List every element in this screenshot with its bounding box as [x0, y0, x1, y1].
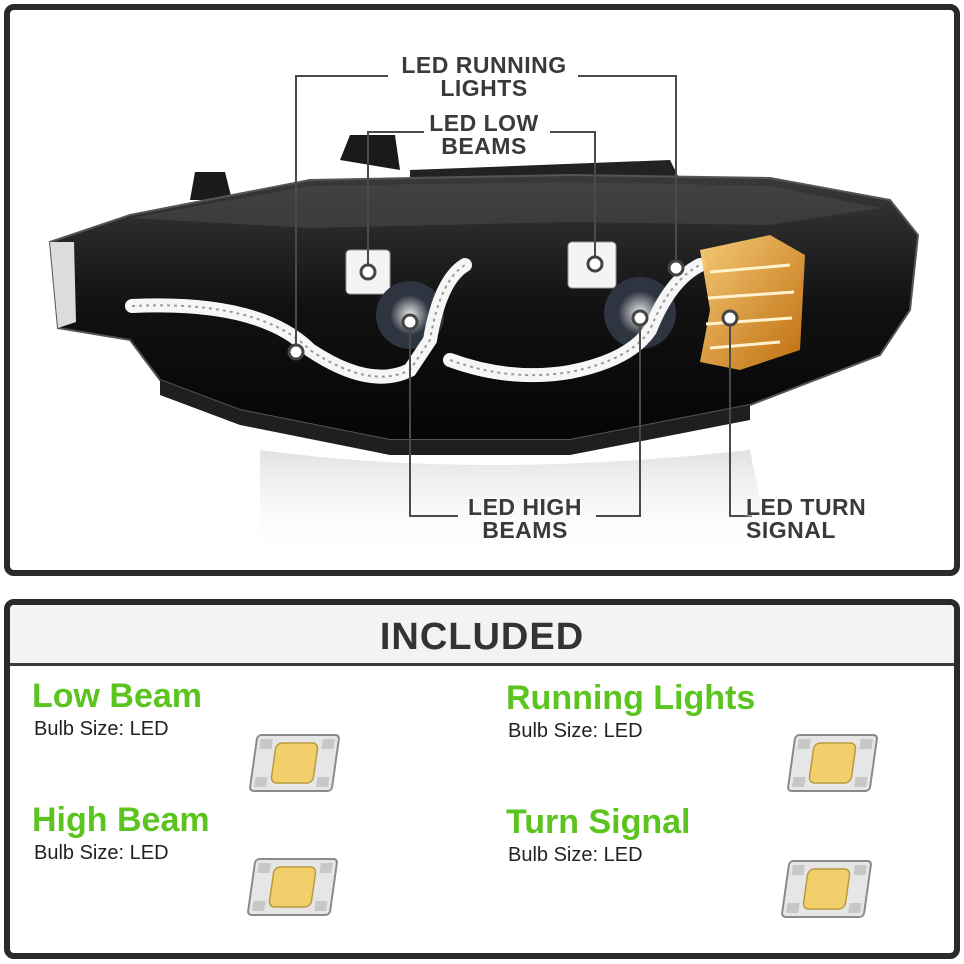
callout-leaders — [295, 75, 752, 517]
headlight-diagram-panel: LED RUNNING LIGHTS LED LOW BEAMS LED HIG… — [4, 4, 960, 576]
callout-high-beams: LED HIGH BEAMS — [450, 496, 600, 542]
included-panel: INCLUDED Low Beam Bulb Size: LED Running… — [4, 599, 960, 959]
callout-running-line-1: LED RUNNING — [401, 52, 567, 78]
mount-bracket — [190, 172, 232, 200]
turn-signal-bars — [705, 263, 795, 350]
callout-high-line-2: BEAMS — [482, 517, 568, 543]
drl-halo-right — [443, 258, 707, 383]
callout-low-beams: LED LOW BEAMS — [414, 112, 554, 158]
headlight-housing — [48, 173, 920, 441]
item-low-beam-name: Low Beam — [32, 677, 203, 715]
lens-highlight — [130, 182, 880, 228]
item-running-lights-size: Bulb Size: LED — [508, 720, 643, 742]
callout-markers — [287, 255, 739, 361]
item-high-beam-name: High Beam — [32, 801, 210, 839]
item-running-lights-name: Running Lights — [506, 679, 756, 717]
lens-edge — [50, 242, 76, 328]
led-chip-icon — [247, 858, 338, 916]
marker-low-right — [586, 255, 604, 273]
marker-running-right — [667, 259, 685, 277]
turn-signal-lens — [700, 235, 805, 370]
marker-running-left — [287, 343, 305, 361]
callout-turn-signal: LED TURN SIGNAL — [746, 496, 896, 542]
callout-turn-line-2: SIGNAL — [746, 517, 836, 543]
led-chip-icon — [249, 734, 340, 792]
callout-running-lights: LED RUNNING LIGHTS — [384, 54, 584, 100]
led-chip-icon — [781, 860, 872, 918]
marker-turn — [721, 309, 739, 327]
headlight-illustration — [48, 75, 920, 560]
drl-halo-left-detail — [131, 264, 466, 378]
callout-turn-line-1: LED TURN — [746, 494, 867, 520]
callout-low-line-1: LED LOW — [429, 110, 539, 136]
included-title: INCLUDED — [379, 616, 585, 658]
callout-low-line-2: BEAMS — [441, 133, 527, 159]
item-turn-signal-name: Turn Signal — [506, 803, 691, 841]
marker-low-left — [359, 263, 377, 281]
item-high-beam-size: Bulb Size: LED — [34, 842, 169, 864]
callout-high-line-1: LED HIGH — [468, 494, 582, 520]
mount-bracket — [340, 135, 400, 170]
item-low-beam-size: Bulb Size: LED — [34, 718, 169, 740]
floor-reflection — [260, 450, 770, 560]
included-header — [10, 605, 954, 666]
bottom-trim — [160, 380, 750, 455]
callout-running-line-2: LIGHTS — [440, 75, 528, 101]
marker-high-right — [631, 309, 649, 327]
marker-high-left — [401, 313, 419, 331]
item-turn-signal-size: Bulb Size: LED — [508, 844, 643, 866]
led-chip-icon — [787, 734, 878, 792]
